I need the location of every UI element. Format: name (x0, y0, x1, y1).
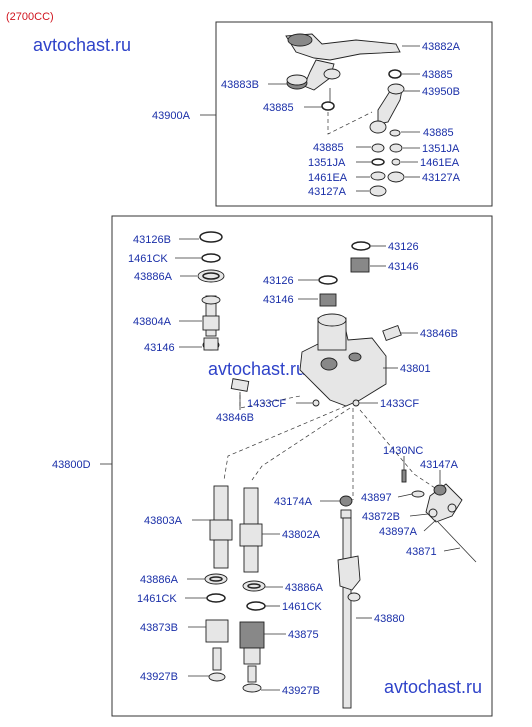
callout-label: 43885 (313, 142, 344, 154)
callout-label: 43873B (140, 622, 178, 634)
callout-label: 43174A (274, 496, 313, 508)
callout-label: 43126 (263, 275, 294, 287)
engine-label: (2700CC) (6, 11, 54, 23)
callout-label: 43927B (140, 671, 178, 683)
callout-label: 1433CF (247, 398, 286, 410)
callout-label: 1461CK (282, 601, 322, 613)
callout-label: 1433CF (380, 398, 419, 410)
callout-label: 43146 (144, 342, 175, 354)
callout-label: 43803A (144, 515, 183, 527)
watermark-bottom: avtochast.ru (384, 677, 482, 697)
callout-labels: 43882A 43885 43883B 43950B 43885 43885 4… (128, 41, 461, 697)
callout-label: 43147A (420, 459, 459, 471)
callout-label: 43883B (221, 79, 259, 91)
callout-label: 43897 (361, 492, 392, 504)
callout-label: 1461EA (420, 157, 460, 169)
callout-label: 43126B (133, 234, 171, 246)
callout-label: 43885 (423, 127, 454, 139)
callout-label: 43885 (263, 102, 294, 114)
callout-label: 43886A (134, 271, 173, 283)
callout-label: 43846B (216, 412, 254, 424)
transmission-parts-drawing (197, 231, 477, 709)
callout-label: 1351JA (422, 143, 460, 155)
callout-label: 1461CK (128, 253, 168, 265)
group-number-43800d: 43800D (52, 459, 91, 471)
callout-label: 43801 (400, 363, 431, 375)
callout-label: 43146 (263, 294, 294, 306)
watermark-top: avtochast.ru (33, 35, 131, 55)
callout-label: 43127A (422, 172, 461, 184)
callout-label: 43802A (282, 529, 321, 541)
leader-lines (175, 45, 461, 691)
callout-label: 43885 (422, 69, 453, 81)
callout-label: 43886A (285, 582, 324, 594)
callout-label: 43872B (362, 511, 400, 523)
callout-label: 43882A (422, 41, 461, 53)
callout-label: 43875 (288, 629, 319, 641)
callout-label: 43897A (379, 526, 418, 538)
callout-label: 43886A (140, 574, 179, 586)
callout-label: 43146 (388, 261, 419, 273)
callout-label: 43880 (374, 613, 405, 625)
group-box-43800d (111, 215, 493, 717)
callout-label: 43804A (133, 316, 172, 328)
callout-label: 43846B (420, 328, 458, 340)
watermark-middle: avtochast.ru (208, 359, 306, 379)
callout-label: 1351JA (308, 157, 346, 169)
group-number-43900a: 43900A (152, 110, 191, 122)
callout-label: 1461EA (308, 172, 348, 184)
callout-label: 43126 (388, 241, 419, 253)
callout-label: 1430NC (383, 445, 423, 457)
group-box-43900a (215, 21, 493, 207)
callout-label: 43127A (308, 186, 347, 198)
callout-label: 43871 (406, 546, 437, 558)
shift-lever-drawing (285, 33, 405, 197)
callout-label: 43927B (282, 685, 320, 697)
callout-label: 43950B (422, 86, 460, 98)
callout-label: 1461CK (137, 593, 177, 605)
